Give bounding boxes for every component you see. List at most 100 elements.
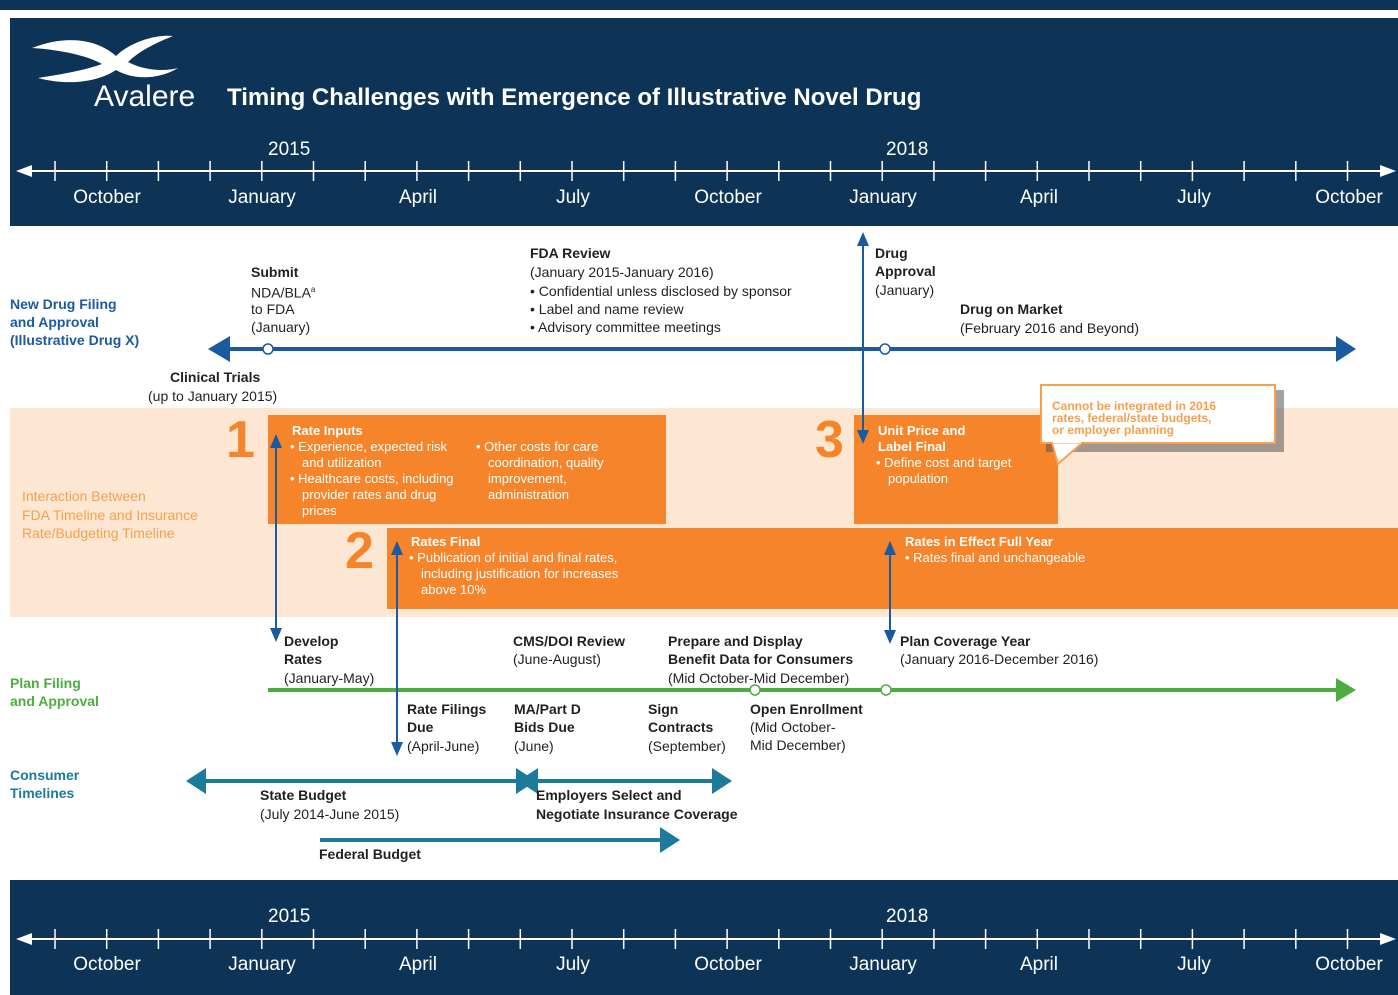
brand-name: Avalere <box>94 80 196 113</box>
bottom-month-label: October <box>1315 954 1383 975</box>
clinical-trials-title: Clinical Trials <box>170 369 261 385</box>
callout-text: Cannot be integrated in 2016 rates, fede… <box>1052 399 1217 437</box>
top-month-label: April <box>1019 187 1058 208</box>
submit-nda: NDA/BLA <box>251 284 311 301</box>
ma-bids-title: MA/Part D Bids Due <box>514 701 581 735</box>
submit-title: Submit <box>251 264 299 280</box>
page-title: Timing Challenges with Emergence of Illu… <box>227 84 922 111</box>
row-label-plan: Plan Filing and Approval <box>10 675 99 709</box>
fda-bullet-1: • Confidential unless disclosed by spons… <box>530 283 792 299</box>
row-label-interaction: Interaction Between FDA Timeline and Ins… <box>22 488 198 541</box>
develop-rates-date: (January-May) <box>284 670 375 686</box>
open-enrollment-marker <box>749 684 761 696</box>
rate-inputs-bullet-1: • Experience, expected risk and utilizat… <box>290 439 448 470</box>
footer-band <box>10 880 1398 995</box>
coverage-year-marker <box>880 684 892 696</box>
rates-effect-list: • Rates final and unchangeable <box>905 550 1205 566</box>
row-label-drug: New Drug Filing and Approval (Illustrati… <box>10 296 140 348</box>
avalere-logo-icon <box>32 35 178 83</box>
rates-final-box: Rates Final • Publication of initial and… <box>387 528 1398 609</box>
fda-review-range: (January 2015-January 2016) <box>530 264 714 280</box>
rate-inputs-bullet-3: • Other costs for care coordination, qua… <box>476 439 604 502</box>
rate-filings-title: Rate Filings Due <box>407 701 487 735</box>
rates-effect-title: Rates in Effect Full Year <box>905 534 1053 549</box>
header-band <box>10 18 1398 226</box>
unit-price-list: • Define cost and target population <box>876 455 1016 487</box>
unit-price-title: Unit Price and Label Final <box>878 423 966 454</box>
bottom-month-label: January <box>228 954 296 975</box>
drug-line-left-arrow <box>208 336 230 362</box>
top-month-label: January <box>849 187 917 208</box>
state-budget-title: State Budget <box>260 787 347 803</box>
drug-line-right-arrow <box>1336 336 1356 362</box>
unit-price-box: Unit Price and Label Final • Define cost… <box>854 415 1058 524</box>
rate-filings-date: (April-June) <box>407 738 480 754</box>
year-2018-top: 2018 <box>886 139 929 160</box>
sign-contracts-date: (September) <box>648 738 726 754</box>
bottom-month-label: July <box>1177 954 1211 975</box>
develop-rates-title: Develop Rates <box>284 633 339 667</box>
bottom-month-label: October <box>694 954 762 975</box>
drug-approval-date: (January) <box>875 282 935 298</box>
approval-marker <box>879 343 891 355</box>
fda-bullet-2: • Label and name review <box>530 301 684 317</box>
open-enrollment-title: Open Enrollment <box>750 701 863 717</box>
top-month-label: January <box>228 187 296 208</box>
rates-final-title: Rates Final <box>411 534 481 549</box>
drug-on-market-title: Drug on Market <box>960 301 1063 317</box>
fda-review-title: FDA Review <box>530 245 611 261</box>
rate-inputs-right-list: • Other costs for care coordination, qua… <box>476 439 646 503</box>
rate-inputs-left-list: • Experience, expected risk and utilizat… <box>290 439 460 519</box>
bottom-month-label: April <box>398 954 437 975</box>
row-label-consumer: Consumer Timelines <box>10 767 80 801</box>
rate-inputs-title: Rate Inputs <box>292 423 363 438</box>
rates-final-bullet-1: • Publication of initial and final rates… <box>409 550 619 597</box>
rate-inputs-bullet-2: • Healthcare costs, including provider r… <box>290 471 454 518</box>
cms-review-date: (June-August) <box>513 651 601 667</box>
clinical-trials-date: (up to January 2015) <box>148 388 278 404</box>
bottom-month-label: January <box>849 954 917 975</box>
unit-price-bullet-1: • Define cost and target population <box>876 455 1012 486</box>
bottom-month-label: October <box>73 954 141 975</box>
cms-review-title: CMS/DOI Review <box>513 633 626 649</box>
fda-review-list: • Confidential unless disclosed by spons… <box>530 282 860 336</box>
prepare-benefit-title: Prepare and Display Benefit Data for Con… <box>668 633 854 667</box>
employers-title: Employers Select and Negotiate Insurance… <box>536 787 738 822</box>
open-enrollment-date: (Mid October- Mid December) <box>750 719 846 753</box>
submit-marker <box>262 343 274 355</box>
year-2015-bottom: 2015 <box>268 906 311 927</box>
submit-body: NDA/BLAa <box>251 281 315 302</box>
step-number-3: 3 <box>815 411 844 469</box>
top-month-label: October <box>694 187 762 208</box>
state-budget-date: (July 2014-June 2015) <box>260 806 400 822</box>
drug-on-market-date: (February 2016 and Beyond) <box>960 320 1139 336</box>
drug-approval-title: Drug Approval <box>875 245 936 279</box>
top-month-label: July <box>1177 187 1211 208</box>
prepare-benefit-date: (Mid October-Mid December) <box>668 670 850 686</box>
ma-bids-date: (June) <box>514 738 554 754</box>
top-strip <box>0 0 1398 10</box>
federal-budget-title: Federal Budget <box>319 846 421 862</box>
rates-final-list: • Publication of initial and final rates… <box>409 550 619 598</box>
rate-inputs-box: Rate Inputs • Experience, expected risk … <box>268 415 666 524</box>
fda-bullet-3: • Advisory committee meetings <box>530 319 721 335</box>
plan-coverage-title: Plan Coverage Year <box>900 633 1031 649</box>
callout-box: Cannot be integrated in 2016 rates, fede… <box>1040 384 1276 444</box>
top-month-label: July <box>556 187 590 208</box>
plan-coverage-date: (January 2016-December 2016) <box>900 651 1099 667</box>
year-2018-bottom: 2018 <box>886 906 929 927</box>
top-month-label: October <box>73 187 141 208</box>
submit-body-2: to FDA (January) <box>251 301 311 335</box>
top-month-label: October <box>1315 187 1383 208</box>
top-month-label: April <box>398 187 437 208</box>
submit-footnote: a <box>310 285 316 294</box>
year-2015-top: 2015 <box>268 139 311 160</box>
step-number-1: 1 <box>226 411 255 469</box>
step-number-2: 2 <box>345 522 374 580</box>
plan-line-arrow <box>1336 678 1356 702</box>
sign-contracts-title: Sign Contracts <box>648 701 714 735</box>
